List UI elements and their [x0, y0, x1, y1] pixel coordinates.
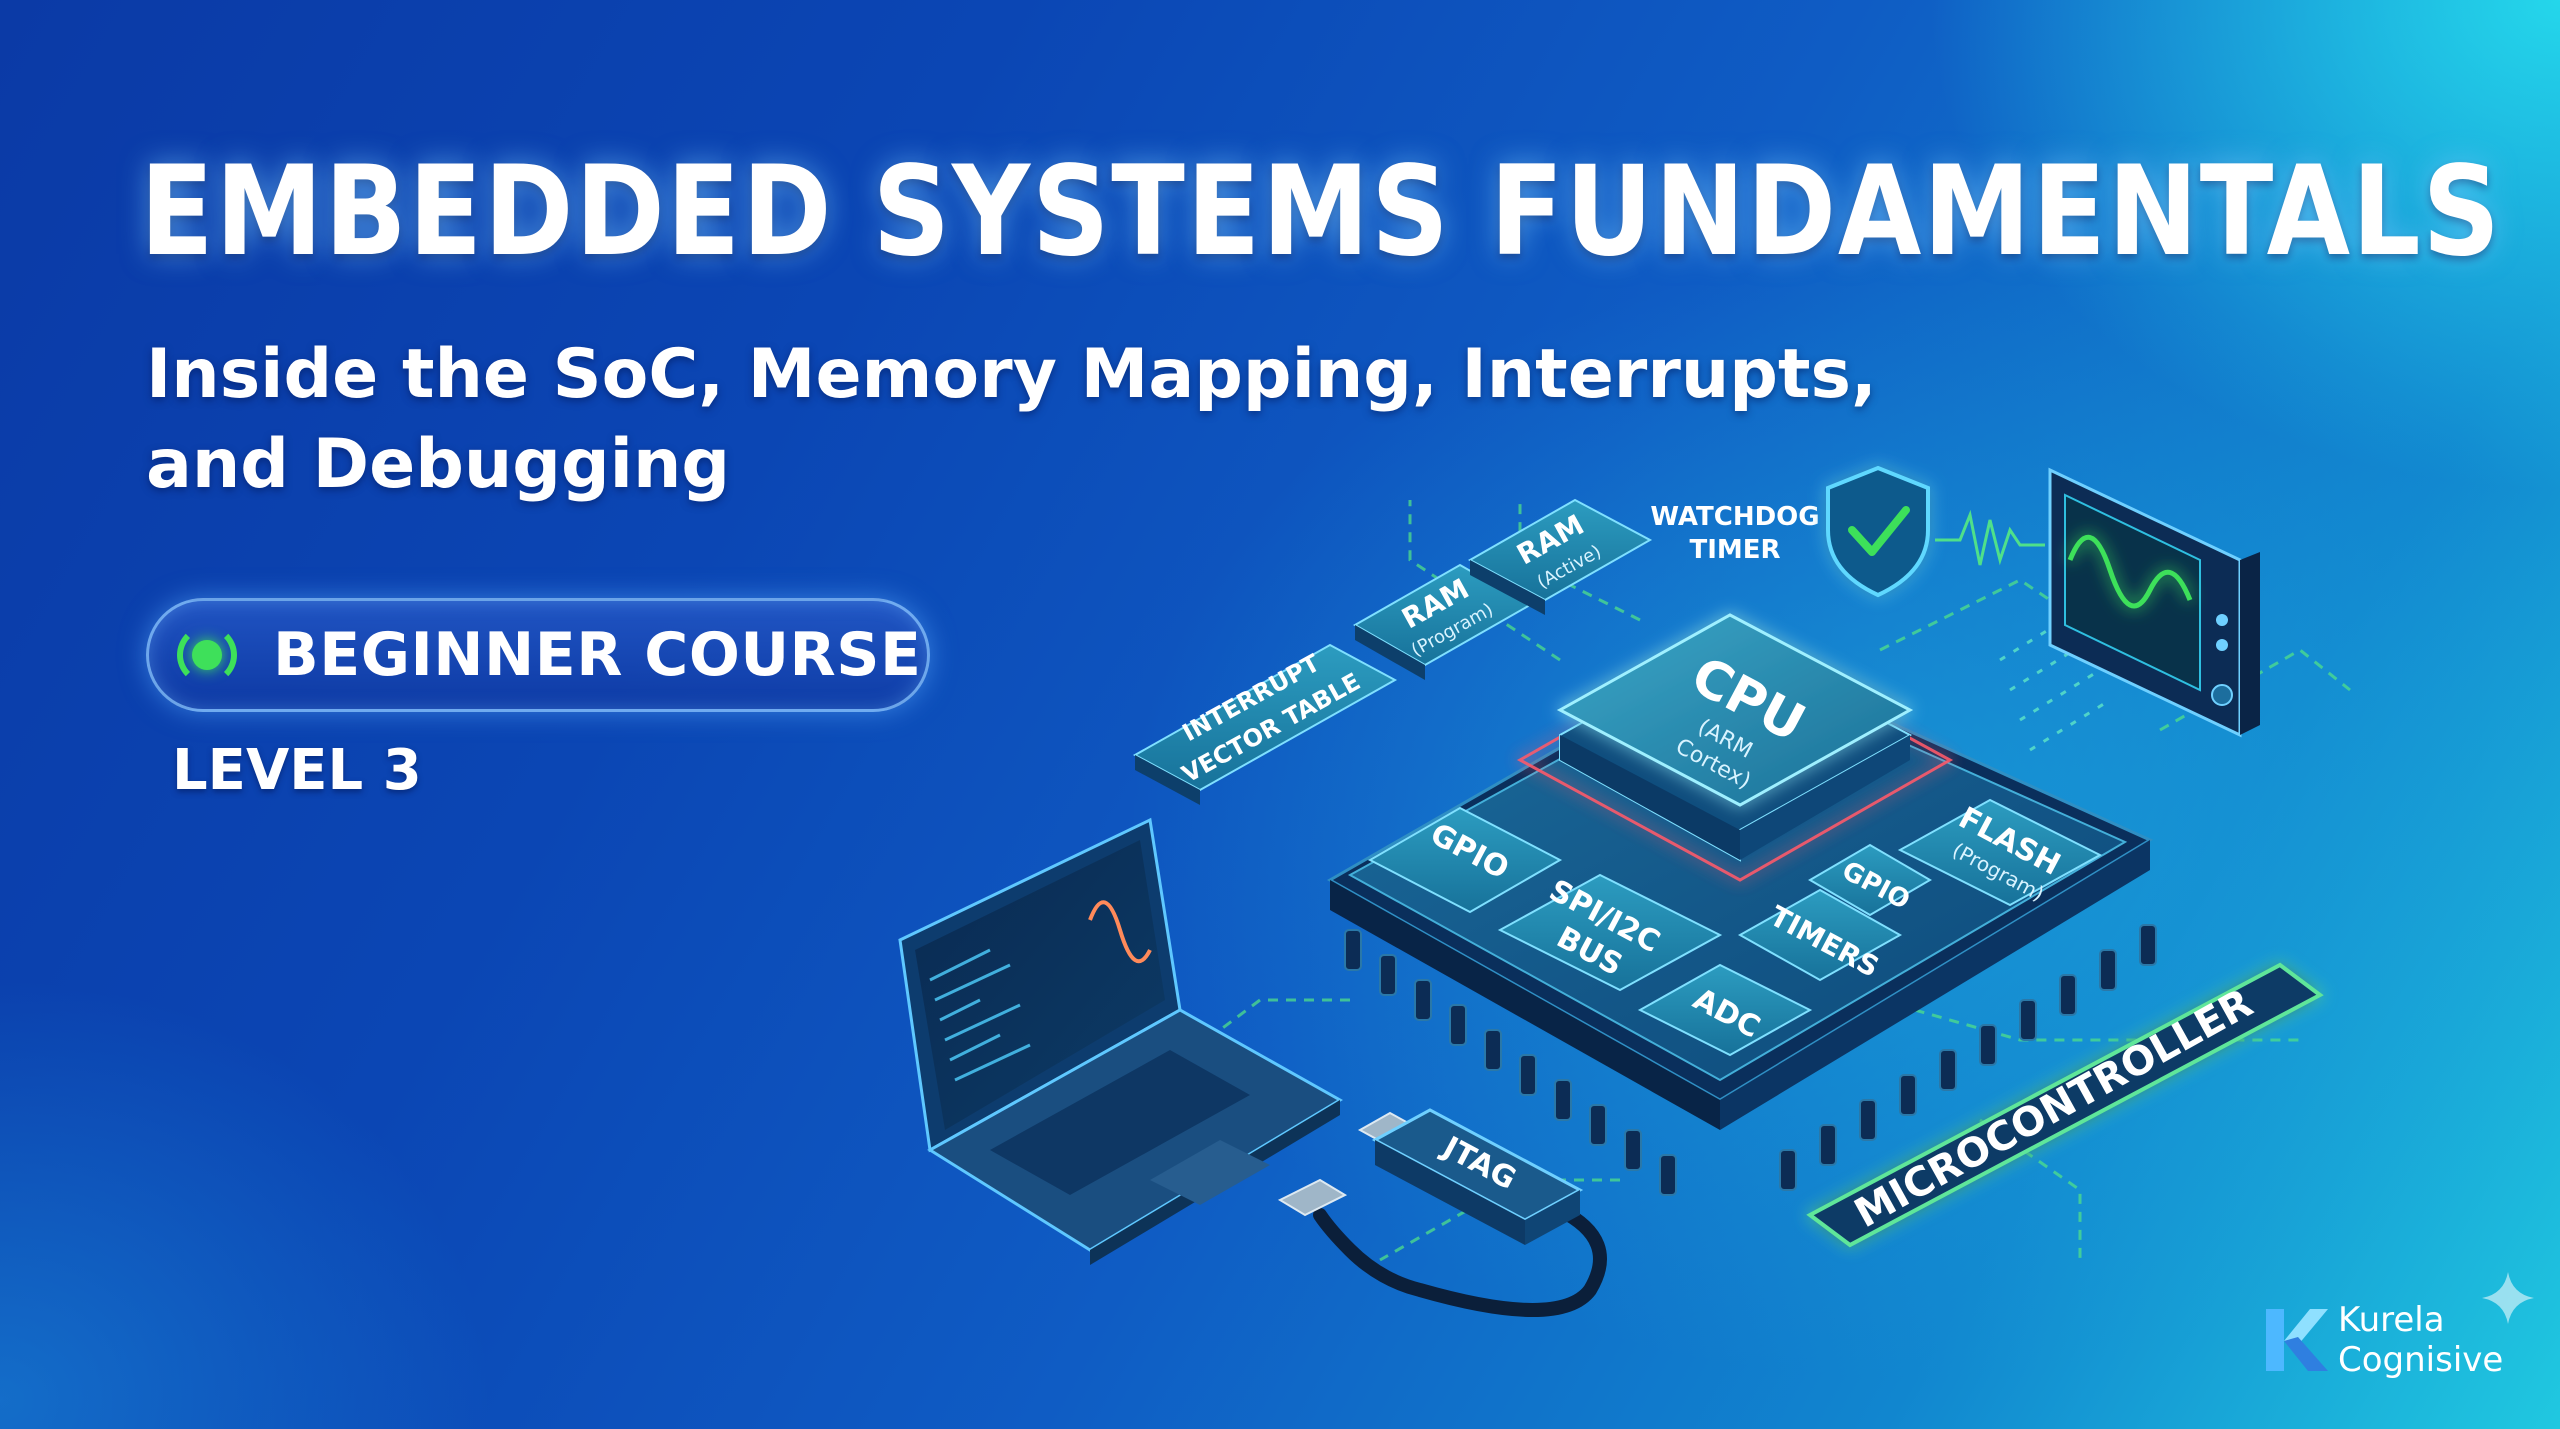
module-gpio-right: GPIO — [1808, 843, 1932, 917]
brand-name-line2: Cognisive — [2338, 1340, 2504, 1380]
page-subtitle: Inside the SoC, Memory Mapping, Interrup… — [146, 335, 1877, 504]
cpu-block: CPU (ARM Cortex) — [1516, 613, 1954, 882]
level-label: LEVEL 3 — [172, 738, 422, 803]
module-gpio-left: GPIO — [1367, 806, 1563, 914]
brand-name-line1: Kurela — [2338, 1300, 2445, 1340]
watchdog-label-line1: WATCHDOG — [1650, 502, 1819, 532]
shield-check-icon — [1826, 465, 1930, 598]
status-dot-icon — [177, 625, 237, 685]
badge-label: BEGINNER COURSE — [273, 620, 922, 690]
laptop-icon — [898, 817, 1343, 1265]
module-adc: ADC — [1637, 963, 1813, 1057]
microcontroller-chip — [1326, 648, 2157, 1196]
watchdog-timer: WATCHDOG TIMER — [1650, 465, 2045, 598]
watchdog-signal — [1935, 509, 2045, 566]
brand-logo: Kurela Cognisive — [2262, 1300, 2503, 1380]
chip-modules: GPIO SPI/I2C BUS ADC TIMERS GPIO — [1367, 798, 2103, 1057]
kurela-k-logo-icon — [2266, 1309, 2328, 1371]
usb-cable-icon: JTAG — [1277, 1108, 1607, 1317]
ram-active-block: RAM (Active) — [1467, 498, 1653, 615]
interrupt-vector-table-block: INTERRUPT VECTOR TABLE — [1132, 643, 1398, 805]
module-flash: FLASH (Program) — [1897, 798, 2103, 907]
oscilloscope-icon — [2048, 467, 2260, 738]
watchdog-label-line2: TIMER — [1689, 535, 1780, 565]
sparkle-icon — [2482, 1272, 2534, 1324]
page-title: EMBEDDED SYSTEMS FUNDAMENTALS — [140, 140, 2502, 284]
course-level-badge: BEGINNER COURSE — [146, 598, 930, 712]
